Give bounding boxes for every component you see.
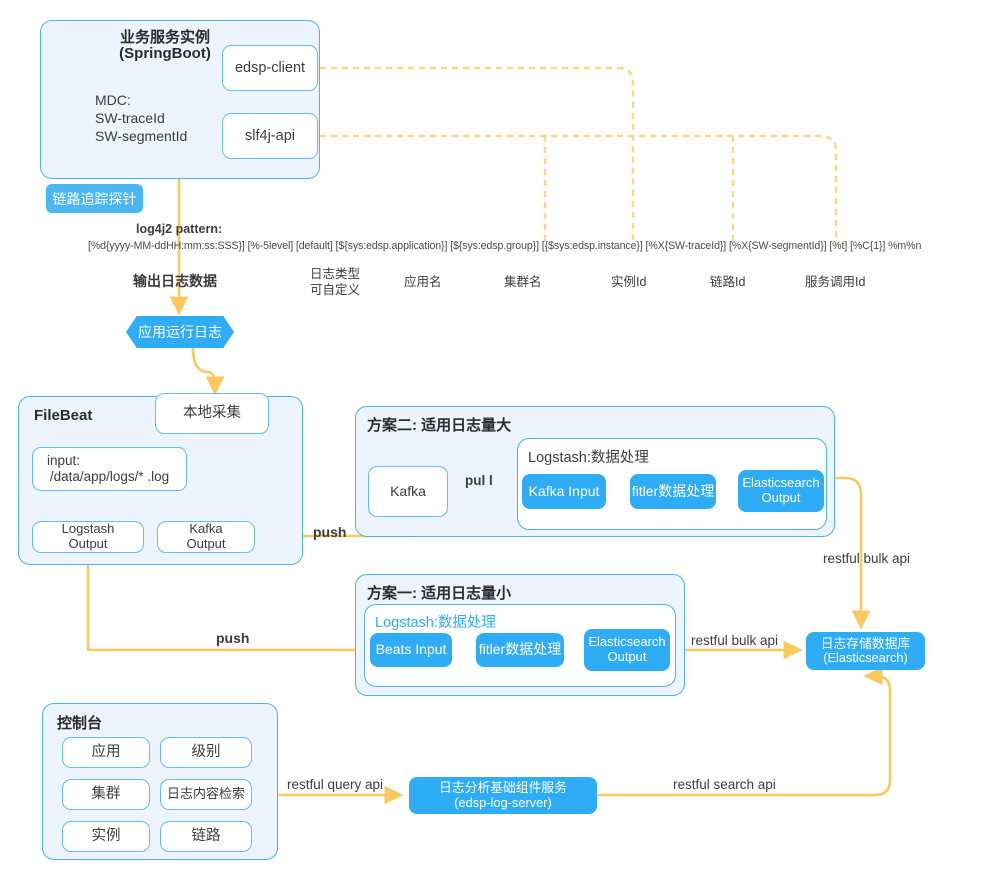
log-storage-db-line2: (Elasticsearch) bbox=[823, 650, 908, 665]
scheme-two-title: 方案二: 适用日志量大 bbox=[367, 417, 512, 434]
annotation-service-call-id: 服务调用Id bbox=[805, 275, 866, 289]
restful-search-api-label: restful search api bbox=[673, 777, 776, 792]
push-label-top: push bbox=[313, 524, 347, 540]
scheme-one-es-output-line1: Elasticsearch bbox=[588, 634, 666, 650]
log-analysis-server-line2: (edsp-log-server) bbox=[454, 794, 552, 810]
scheme-two-es-output-box[interactable]: Elasticsearch Output bbox=[738, 470, 824, 512]
mdc-label-line2: SW-traceId bbox=[95, 110, 165, 126]
mdc-label-line1: MDC: bbox=[95, 92, 131, 108]
kafka-output-box[interactable]: Kafka Output bbox=[157, 521, 255, 553]
log4j2-heading: log4j2 pattern: bbox=[136, 222, 223, 236]
annotation-log-type-line1: 日志类型 bbox=[310, 267, 361, 281]
scheme-two-filter-box[interactable]: fitler数据处理 bbox=[630, 474, 716, 509]
log-storage-db-line1: 日志存储数据库 bbox=[820, 635, 911, 651]
annotation-output-log-data: 输出日志数据 bbox=[133, 273, 217, 289]
scheme-two-logstash-title: Logstash:数据处理 bbox=[528, 450, 649, 466]
annotation-log-type-line2: 可自定义 bbox=[310, 283, 361, 297]
console-item-cluster[interactable]: 集群 bbox=[62, 779, 150, 810]
kafka-box[interactable]: Kafka bbox=[368, 466, 448, 517]
console-item-cluster-label: 集群 bbox=[91, 786, 121, 803]
service-instance-title-line1: 业务服务实例 bbox=[119, 29, 210, 46]
pull-label: pul l bbox=[465, 473, 493, 488]
beats-input-box[interactable]: Beats Input bbox=[370, 633, 452, 667]
logstash-output-box[interactable]: Logstash Output bbox=[32, 521, 144, 553]
console-item-trace[interactable]: 链路 bbox=[160, 821, 252, 852]
console-item-log-search[interactable]: 日志内容检索 bbox=[160, 779, 252, 810]
log-storage-db-box[interactable]: 日志存储数据库 (Elasticsearch) bbox=[806, 632, 925, 670]
scheme-one-es-output-line2: Output bbox=[607, 649, 647, 664]
scheme-two-es-output-line1: Elasticsearch bbox=[742, 475, 820, 491]
kafka-label: Kafka bbox=[390, 483, 426, 500]
mdc-label-line3: SW-segmentId bbox=[95, 128, 188, 144]
filebeat-input-line1: input: bbox=[47, 453, 81, 469]
console-title: 控制台 bbox=[57, 715, 103, 732]
log-analysis-server-line1: 日志分析基础组件服务 bbox=[439, 780, 567, 796]
log4j2-pattern: [%d{yyyy-MM-ddHH:mm:ss:SSS}] [%-5level] … bbox=[88, 240, 922, 252]
scheme-one-logstash-title: Logstash:数据处理 bbox=[375, 615, 496, 631]
edsp-client-box[interactable]: edsp-client bbox=[222, 45, 318, 91]
push-label-bottom: push bbox=[216, 630, 250, 646]
local-collect-box[interactable]: 本地采集 bbox=[155, 393, 269, 434]
slf4j-api-box[interactable]: slf4j-api bbox=[222, 113, 318, 159]
filebeat-title: FileBeat bbox=[34, 407, 93, 424]
annotation-trace-id: 链路Id bbox=[710, 275, 746, 289]
app-runtime-log-node[interactable]: 应用运行日志 bbox=[126, 316, 234, 348]
kafka-output-line2: Output bbox=[186, 536, 226, 551]
console-item-instance[interactable]: 实例 bbox=[62, 821, 150, 852]
scheme-one-title: 方案一: 适用日志量小 bbox=[367, 585, 512, 602]
restful-query-api-label: restful query api bbox=[287, 777, 384, 792]
restful-bulk-api-mid-label: restful bulk api bbox=[691, 633, 779, 648]
logstash-output-line1: Logstash bbox=[61, 521, 115, 537]
slf4j-api-label: slf4j-api bbox=[245, 127, 295, 144]
kafka-input-label: Kafka Input bbox=[528, 482, 600, 499]
annotation-cluster-name: 集群名 bbox=[504, 275, 542, 289]
console-item-app[interactable]: 应用 bbox=[62, 737, 150, 768]
scheme-one-filter-box[interactable]: fitler数据处理 bbox=[476, 633, 564, 667]
log-analysis-server-box[interactable]: 日志分析基础组件服务 (edsp-log-server) bbox=[409, 777, 597, 814]
logstash-output-line2: Output bbox=[68, 536, 108, 551]
edsp-client-label: edsp-client bbox=[234, 59, 306, 76]
console-item-level[interactable]: 级别 bbox=[160, 737, 252, 768]
console-item-level-label: 级别 bbox=[191, 744, 221, 761]
kafka-output-line1: Kafka bbox=[189, 521, 223, 537]
annotation-instance-id: 实例Id bbox=[611, 275, 647, 289]
scheme-two-es-output-line2: Output bbox=[761, 490, 801, 505]
beats-input-label: Beats Input bbox=[375, 641, 447, 658]
trace-probe-label: 链路追踪探针 bbox=[52, 190, 137, 207]
scheme-one-es-output-box[interactable]: Elasticsearch Output bbox=[584, 629, 670, 671]
local-collect-label: 本地采集 bbox=[183, 405, 241, 422]
annotation-app-name: 应用名 bbox=[404, 275, 442, 289]
kafka-input-box[interactable]: Kafka Input bbox=[522, 474, 606, 509]
app-runtime-log-label: 应用运行日志 bbox=[138, 324, 222, 340]
console-item-instance-label: 实例 bbox=[91, 828, 121, 845]
filebeat-input-line2: /data/app/logs/* .log bbox=[49, 469, 170, 484]
console-item-trace-label: 链路 bbox=[191, 828, 221, 845]
console-item-app-label: 应用 bbox=[91, 744, 121, 761]
service-instance-title-line2: (SpringBoot) bbox=[119, 45, 211, 62]
filebeat-input-box[interactable]: input: /data/app/logs/* .log bbox=[32, 447, 187, 491]
scheme-one-filter-label: fitler数据处理 bbox=[478, 641, 562, 658]
console-item-log-search-label: 日志内容检索 bbox=[166, 786, 245, 802]
restful-bulk-api-right-label: restful bulk api bbox=[823, 551, 911, 566]
scheme-two-filter-label: fitler数据处理 bbox=[631, 482, 715, 499]
trace-probe-badge[interactable]: 链路追踪探针 bbox=[46, 184, 143, 213]
